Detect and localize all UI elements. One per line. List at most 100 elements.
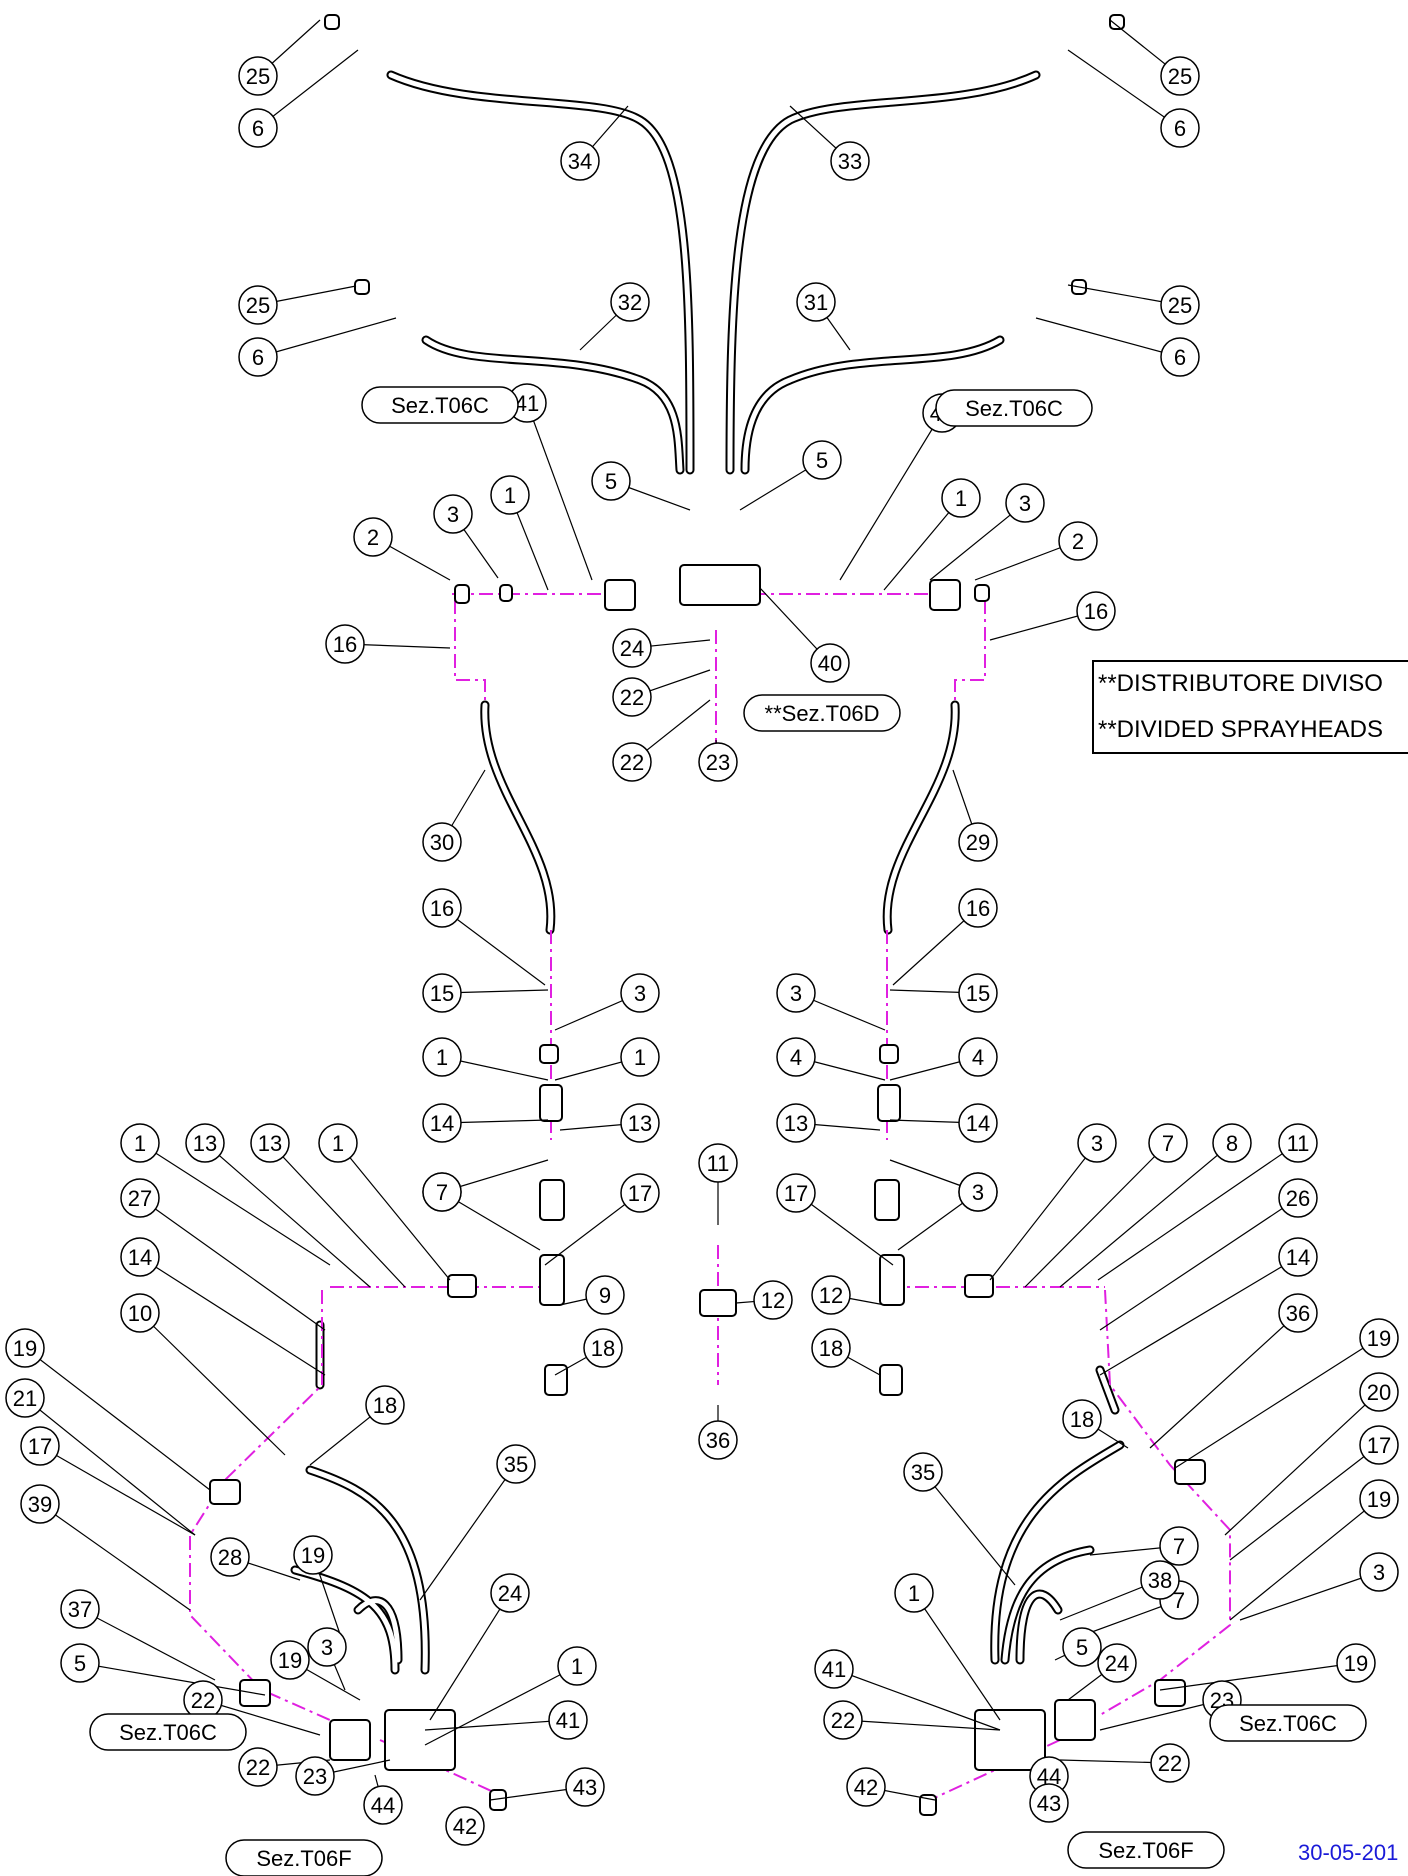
centerline-13 xyxy=(929,1739,1061,1801)
balloon-number: 4 xyxy=(790,1045,802,1070)
balloon-number: 20 xyxy=(1367,1380,1391,1405)
balloon-number: 19 xyxy=(1344,1651,1368,1676)
balloon-number: 2 xyxy=(367,525,379,550)
balloon-23: 23 xyxy=(295,1756,335,1796)
balloon-number: 23 xyxy=(303,1764,327,1789)
fitting-10 xyxy=(539,1044,559,1064)
balloon-14: 14 xyxy=(120,1237,160,1277)
balloon-18: 18 xyxy=(583,1328,623,1368)
balloon-number: 14 xyxy=(966,1111,990,1136)
balloon-36: 36 xyxy=(1278,1293,1318,1333)
note-english: **DIVIDED SPRAYHEADS xyxy=(1098,716,1383,743)
fitting-23 xyxy=(209,1479,241,1505)
fitting-9 xyxy=(679,564,761,606)
balloon-2: 2 xyxy=(353,517,393,557)
balloon-14: 14 xyxy=(422,1103,462,1143)
balloon-number: 19 xyxy=(1367,1487,1391,1512)
balloon-number: 26 xyxy=(1286,1186,1310,1211)
divided-sprayheads-note: **DISTRIBUTORE DIVISO **DIVIDED SPRAYHEA… xyxy=(1092,660,1408,754)
balloon-number: 34 xyxy=(568,149,592,174)
balloon-24: 24 xyxy=(490,1573,530,1613)
balloon-number: 22 xyxy=(620,685,644,710)
balloon-4: 4 xyxy=(958,1037,998,1077)
balloon-17: 17 xyxy=(776,1173,816,1213)
balloon-number: 28 xyxy=(218,1545,242,1570)
balloon-25: 25 xyxy=(238,56,278,96)
fitting-18 xyxy=(447,1274,477,1298)
balloon-number: 14 xyxy=(128,1245,152,1270)
balloon-number: 5 xyxy=(816,448,828,473)
balloon-3: 3 xyxy=(1359,1552,1399,1592)
balloon-39: 39 xyxy=(20,1484,60,1524)
fitting-6 xyxy=(604,579,636,611)
balloon-1: 1 xyxy=(318,1123,358,1163)
balloon-number: 25 xyxy=(1168,293,1192,318)
balloon-number: 1 xyxy=(908,1581,920,1606)
balloon-17: 17 xyxy=(620,1173,660,1213)
balloon-number: 41 xyxy=(822,1657,846,1682)
balloon-3: 3 xyxy=(433,494,473,534)
balloon-number: 12 xyxy=(761,1288,785,1313)
section-ref-0: Sez.T06C xyxy=(361,386,519,424)
balloon-number: 19 xyxy=(278,1648,302,1673)
balloon-26: 26 xyxy=(1278,1178,1318,1218)
fitting-30 xyxy=(974,1709,1046,1771)
balloon-16: 16 xyxy=(325,624,365,664)
balloon-number: 5 xyxy=(1076,1635,1088,1660)
balloon-7: 7 xyxy=(422,1172,462,1212)
balloon-11: 11 xyxy=(1278,1123,1318,1163)
balloon-number: 24 xyxy=(1105,1651,1129,1676)
section-ref-label: **Sez.T06D xyxy=(765,701,880,726)
balloon-5: 5 xyxy=(60,1643,100,1683)
balloon-number: 36 xyxy=(1286,1301,1310,1326)
balloon-16: 16 xyxy=(958,888,998,928)
fitting-16 xyxy=(539,1254,565,1306)
balloon-number: 11 xyxy=(1287,1131,1310,1156)
balloon-18: 18 xyxy=(811,1328,851,1368)
balloon-number: 16 xyxy=(430,896,454,921)
balloon-number: 18 xyxy=(373,1393,397,1418)
balloon-19: 19 xyxy=(1359,1318,1399,1358)
balloon-number: 3 xyxy=(634,981,646,1006)
drawing-date: 30-05-201 xyxy=(1298,1840,1399,1865)
balloon-number: 17 xyxy=(28,1434,52,1459)
balloon-number: 24 xyxy=(620,636,644,661)
balloon-18: 18 xyxy=(365,1385,405,1425)
fitting-22 xyxy=(879,1364,903,1396)
centerline-2 xyxy=(454,600,486,705)
balloon-1: 1 xyxy=(557,1646,597,1686)
balloon-number: 21 xyxy=(13,1386,37,1411)
balloon-32: 32 xyxy=(610,282,650,322)
balloon-30: 30 xyxy=(422,822,462,862)
balloon-number: 3 xyxy=(1019,491,1031,516)
balloon-number: 36 xyxy=(706,1428,730,1453)
balloon-number: 8 xyxy=(1226,1131,1238,1156)
balloon-44: 44 xyxy=(363,1785,403,1825)
balloon-number: 1 xyxy=(955,486,967,511)
balloon-number: 19 xyxy=(13,1336,37,1361)
balloon-25: 25 xyxy=(1160,56,1200,96)
balloon-20: 20 xyxy=(1359,1372,1399,1412)
section-ref-2: **Sez.T06D xyxy=(743,694,901,732)
balloon-3: 3 xyxy=(1005,483,1045,523)
balloon-number: 13 xyxy=(628,1111,652,1136)
balloon-number: 17 xyxy=(784,1181,808,1206)
fitting-29 xyxy=(384,1709,456,1771)
balloon-number: 37 xyxy=(68,1597,92,1622)
fitting-27 xyxy=(329,1719,371,1761)
balloon-number: 15 xyxy=(966,981,990,1006)
balloon-number: 6 xyxy=(252,345,264,370)
balloon-number: 19 xyxy=(301,1543,325,1568)
balloon-10: 10 xyxy=(120,1293,160,1333)
fitting-13 xyxy=(877,1084,901,1122)
balloon-22: 22 xyxy=(823,1700,863,1740)
balloon-43: 43 xyxy=(565,1767,605,1807)
balloon-37: 37 xyxy=(60,1589,100,1629)
balloon-35: 35 xyxy=(496,1444,536,1484)
balloon-number: 17 xyxy=(628,1181,652,1206)
balloon-number: 23 xyxy=(706,750,730,775)
balloon-7: 7 xyxy=(1148,1123,1188,1163)
balloon-42: 42 xyxy=(846,1767,886,1807)
section-ref-label: Sez.T06F xyxy=(256,1846,351,1871)
balloon-28: 28 xyxy=(210,1537,250,1577)
